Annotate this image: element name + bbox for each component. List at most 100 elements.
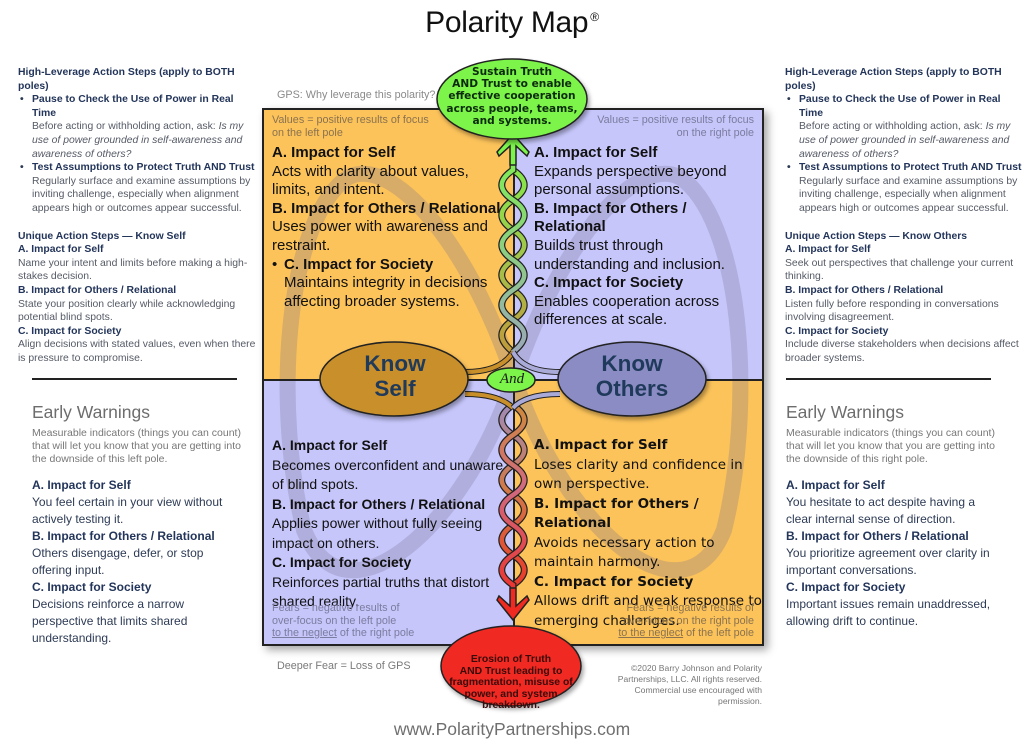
fear-line: Erosion of Truth [470, 654, 552, 665]
warning-heading: C. Impact for Society [32, 579, 152, 594]
copyright-line: ©2020 Barry Johnson and Polarity [630, 663, 762, 673]
quadrant-heading: B. Impact for Others / Relational [272, 199, 501, 217]
quadrant-text: Applies power without fully seeing impac… [272, 515, 483, 551]
unique-text: State your position clearly while acknow… [18, 298, 236, 324]
quadrant-text: Avoids necessary action to maintain harm… [534, 534, 715, 571]
bullet-icon: • [787, 94, 791, 106]
pole-line: Others [595, 376, 669, 401]
item-title: Test Assumptions to Protect Truth AND Tr… [799, 162, 1022, 174]
quadrant-heading: B. Impact for Others / Relational [534, 199, 687, 236]
high-leverage-item: • Pause to Check the Use of Power in Rea… [785, 93, 1024, 161]
fears-right-line: Fears = negative results of [626, 602, 754, 614]
fears-right-label: Fears = negative results of over-focus o… [618, 602, 754, 640]
fears-right-line: of the left pole [683, 627, 754, 639]
quadrant-heading: C. Impact for Society [284, 255, 434, 273]
values-left-label: Values = positive results of focus on th… [272, 114, 429, 139]
quadrant-heading: A. Impact for Self [272, 437, 388, 453]
website-url: www.PolarityPartnerships.com [393, 719, 631, 739]
fears-left-line: of the right pole [336, 627, 415, 639]
fear-line: breakdown. [482, 700, 540, 712]
warning-text: Others disengage, defer, or stop offerin… [32, 545, 204, 577]
high-leverage-item: • Pause to Check the Use of Power in Rea… [18, 93, 258, 161]
fears-right-underline: to the neglect [618, 627, 684, 639]
copyright-line: Commercial use encouraged with permissio… [634, 685, 762, 706]
quadrant-heading: A. Impact for Self [534, 144, 658, 161]
quadrant-text: Enables cooperation across differences a… [534, 292, 720, 329]
item-question: Is my use of power grounded in self-awar… [32, 121, 244, 160]
page-title: Polarity Map® [0, 6, 1024, 40]
values-right-label: Values = positive results of focus on th… [597, 114, 754, 139]
unique-text: Align decisions with stated values, even… [18, 339, 256, 364]
left-action-steps: High-Leverage Action Steps (apply to BOT… [18, 66, 258, 365]
quadrant-text: Becomes overconfident and unaware of bli… [272, 456, 504, 493]
title-text: Polarity Map [425, 6, 589, 39]
item-question: Is my use of power grounded in self-awar… [799, 121, 1011, 160]
registered-mark: ® [590, 10, 599, 24]
quadrant-text: Maintains integrity in decisions affecti… [284, 274, 488, 310]
quadrant-text: Loses clarity and confidence in own pers… [534, 456, 743, 493]
fears-left-underline: to the neglect [272, 627, 337, 639]
unique-steps-title: Unique Action Steps — Know Self [18, 230, 186, 242]
unique-heading: B. Impact for Others / Relational [18, 284, 177, 296]
fear-line: fragmentation, misuse of [449, 677, 573, 689]
unique-heading: C. Impact for Society [785, 325, 889, 337]
left-early-warnings: Early Warnings Measurable indicators (th… [32, 402, 242, 647]
gps-label: GPS: Why leverage this polarity? [277, 89, 436, 101]
early-warnings-title: Early Warnings [32, 402, 150, 422]
goal-line: effective cooperation [448, 90, 576, 103]
unique-text: Include diverse stakeholders when decisi… [785, 339, 1019, 364]
values-left-line: Values = positive results of focus [272, 114, 429, 126]
warning-text: You prioritize agreement over clarity in… [786, 545, 990, 577]
unique-heading: B. Impact for Others / Relational [785, 284, 944, 296]
quadrant-lower-right [514, 380, 762, 644]
quadrant-text: Expands perspective beyond personal assu… [534, 162, 727, 199]
fears-left-line: over-focus on the left pole [272, 614, 397, 627]
fear-line: AND Trust leading to [459, 665, 563, 677]
early-warnings-subtitle: Measurable indicators (things you can co… [786, 427, 995, 466]
warning-text: You feel certain in your view without ac… [32, 494, 223, 526]
quadrant-upper-left [264, 110, 514, 380]
left-divider [32, 378, 237, 380]
goal-line: AND Trust to enable [452, 78, 572, 91]
and-label: And [499, 371, 525, 387]
quadrant-heading: A. Impact for Self [272, 144, 396, 161]
values-right-line: on the right pole [676, 126, 754, 139]
quadrant-heading: C. Impact for Society [534, 573, 694, 590]
copyright-line: Partnerships, LLC. All rights reserved. [617, 674, 762, 684]
quadrant-text: Acts with clarity about values, limits, … [272, 162, 469, 199]
lower-left-content: A. Impact for Self Becomes overconfident… [272, 436, 510, 612]
unique-heading: C. Impact for Society [18, 325, 122, 337]
pole-line: Self [374, 376, 416, 401]
unique-heading: A. Impact for Self [785, 244, 871, 256]
quadrant-heading: B. Impact for Others / Relational [534, 495, 699, 532]
goal-line: and systems. [472, 114, 552, 127]
bullet-icon: • [787, 162, 791, 174]
left-pole-label: Know Self [320, 351, 470, 401]
warning-text: Important issues remain unaddressed, all… [786, 596, 991, 628]
bullet-icon: • [272, 255, 278, 273]
fears-left-line: Fears = negative results of [272, 602, 400, 614]
quadrant-text: Uses power with awareness and restraint. [272, 218, 488, 254]
bullet-icon: • [20, 94, 24, 106]
item-text: Regularly surface and examine assumption… [32, 175, 251, 214]
quadrant-upper-right [514, 110, 762, 380]
warning-heading: A. Impact for Self [786, 477, 885, 492]
warning-heading: A. Impact for Self [32, 477, 131, 492]
goal-line: Sustain Truth [472, 66, 552, 78]
goal-line: across people, teams, [446, 102, 578, 115]
right-early-warnings: Early Warnings Measurable indicators (th… [786, 402, 996, 630]
unique-text: Name your intent and limits before makin… [18, 257, 248, 283]
warning-heading: C. Impact for Society [786, 579, 906, 594]
unique-steps-title: Unique Action Steps — Know Others [785, 230, 968, 242]
copyright-notice: ©2020 Barry Johnson and Polarity Partner… [600, 663, 762, 707]
lower-right-content: A. Impact for Self Loses clarity and con… [534, 436, 762, 631]
quadrant-heading: B. Impact for Others / Relational [272, 495, 486, 512]
goal-text: Sustain Truth AND Trust to enable effect… [446, 66, 578, 127]
deeper-fear-label: Deeper Fear = Loss of GPS [277, 660, 411, 672]
warning-text: You hesitate to act despite having a cle… [786, 494, 976, 526]
fears-right-line: over-focus on the right pole [623, 614, 754, 627]
high-leverage-title: High-Leverage Action Steps (apply to BOT… [18, 67, 235, 92]
upper-right-content: A. Impact for Self Expands perspective b… [534, 144, 759, 330]
quadrant-heading: C. Impact for Society [534, 274, 684, 292]
high-leverage-item: • Test Assumptions to Protect Truth AND … [785, 161, 1024, 215]
